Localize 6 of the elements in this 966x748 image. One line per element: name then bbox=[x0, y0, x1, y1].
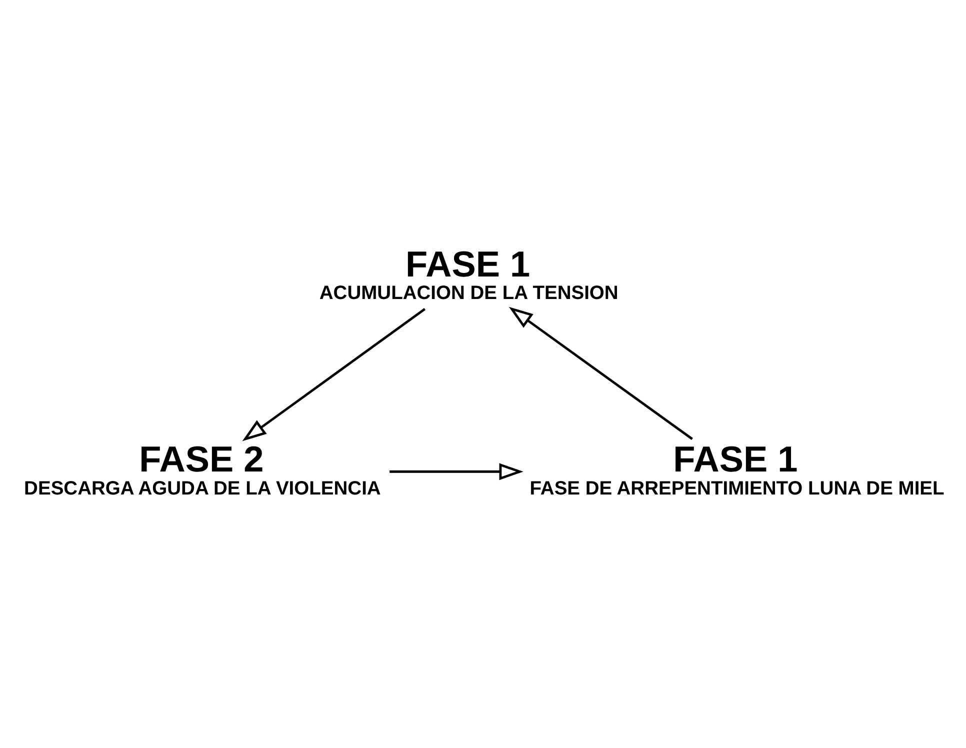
node-text: FASE 1 FASE DE ARREPENTIMIENTO LUNA DE MIEL bbox=[530, 438, 944, 500]
arrow bbox=[390, 463, 524, 480]
arrow bbox=[508, 306, 693, 440]
arrow bbox=[242, 308, 426, 442]
node-text: FASE 2 DESCARGA AGUDA DE LA VIOLENCIA bbox=[24, 438, 381, 500]
node-text: FASE 1 ACUMULACION DE LA TENSION bbox=[319, 243, 618, 304]
